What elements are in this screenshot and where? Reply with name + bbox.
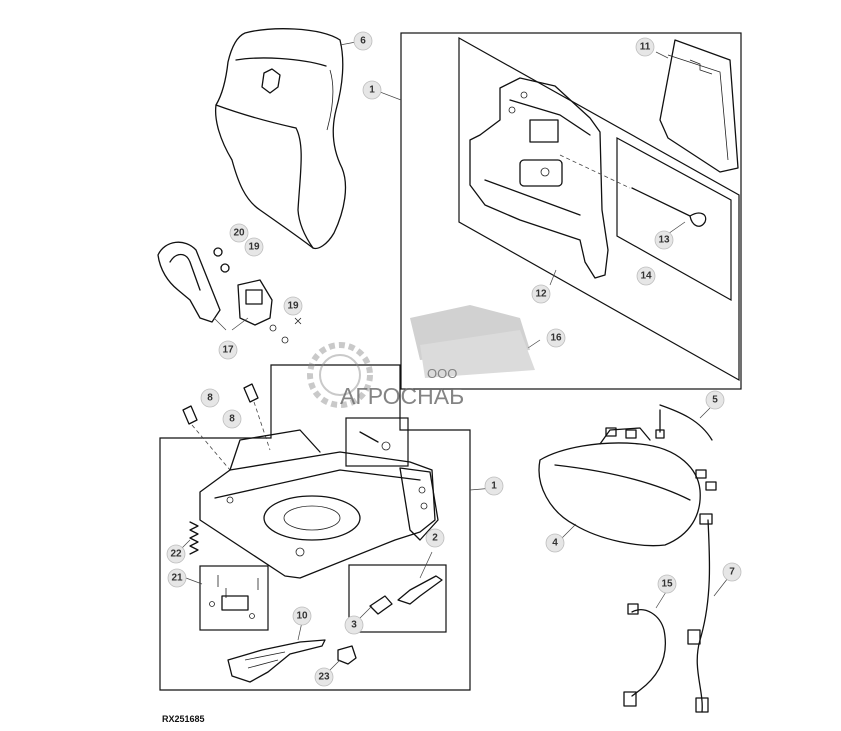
- callout-14: 14: [636, 266, 656, 286]
- svg-text:6: 6: [360, 36, 366, 47]
- callout-1-bottom: 1: [484, 476, 504, 496]
- svg-text:19: 19: [248, 242, 260, 253]
- svg-text:15: 15: [661, 579, 673, 590]
- svg-text:20: 20: [233, 228, 245, 239]
- svg-text:14: 14: [640, 271, 652, 282]
- callout-3: 3: [344, 615, 364, 635]
- callout-23: 23: [314, 667, 334, 687]
- callout-4: 4: [545, 533, 565, 553]
- callout-6: 6: [353, 31, 373, 51]
- callout-22: 22: [166, 544, 186, 564]
- svg-text:22: 22: [170, 549, 182, 560]
- callout-15: 15: [657, 574, 677, 594]
- adjuster-detail-box: [348, 564, 447, 633]
- watermark-logo: [307, 305, 535, 408]
- svg-text:16: 16: [550, 333, 562, 344]
- handle-part: [227, 639, 326, 683]
- svg-text:13: 13: [658, 235, 670, 246]
- callout-8-right: 8: [222, 409, 242, 429]
- svg-text:5: 5: [712, 395, 718, 406]
- seat-cushion-part: [538, 427, 717, 547]
- svg-text:8: 8: [229, 414, 235, 425]
- long-harness-part: [687, 513, 713, 713]
- fastener-kit-part: [209, 575, 259, 619]
- svg-text:10: 10: [296, 611, 308, 622]
- bolt-detail-part: [359, 431, 391, 451]
- svg-text:1: 1: [369, 85, 375, 96]
- strap-part: [655, 404, 713, 441]
- watermark-company-prefix: ООО: [427, 366, 457, 381]
- callout-11: 11: [635, 37, 655, 57]
- svg-text:7: 7: [729, 567, 735, 578]
- callout-1-top: 1: [362, 80, 382, 100]
- back-panel-part: [659, 39, 739, 173]
- svg-text:12: 12: [535, 289, 547, 300]
- svg-text:1: 1: [491, 481, 497, 492]
- callout-7: 7: [722, 562, 742, 582]
- bolt-detail-box: [345, 417, 409, 467]
- callout-12: 12: [531, 284, 551, 304]
- cable-subpanel: [616, 136, 732, 302]
- seat-base-frame: [159, 364, 471, 691]
- backrest-detail-frame: [400, 32, 742, 390]
- reference-code: RX251685: [162, 714, 205, 724]
- backrest-inner-panel: [458, 36, 740, 382]
- fastener-detail-box: [199, 565, 269, 631]
- callout-2: 2: [425, 528, 445, 548]
- callout-13: 13: [654, 230, 674, 250]
- svg-text:11: 11: [640, 42, 651, 53]
- callout-10: 10: [292, 606, 312, 626]
- callout-16: 16: [546, 328, 566, 348]
- lumbar-cable-part: [631, 187, 707, 227]
- seat-base-part: [199, 429, 439, 579]
- svg-text:19: 19: [287, 301, 299, 312]
- svg-text:4: 4: [552, 538, 558, 549]
- backrest-cushion-part: [214, 28, 347, 250]
- adjuster-lever-part: [369, 575, 443, 615]
- callout-17: 17: [218, 340, 238, 360]
- watermark-company-name: АГРОСНАБ: [340, 383, 464, 409]
- svg-text:17: 17: [222, 345, 234, 356]
- backrest-frame-part: [469, 77, 609, 279]
- callout-19-top: 19: [244, 237, 264, 257]
- svg-text:21: 21: [171, 573, 183, 584]
- short-harness-part: [623, 603, 666, 707]
- knob-part: [337, 645, 357, 665]
- nut-washer-hardware: [213, 247, 302, 344]
- svg-text:23: 23: [318, 672, 330, 683]
- callout-21: 21: [167, 568, 187, 588]
- callout-19-bottom: 19: [283, 296, 303, 316]
- seat-belt-part: [157, 241, 273, 326]
- bolts-part: [182, 383, 259, 425]
- svg-text:8: 8: [207, 393, 213, 404]
- callout-8-left: 8: [200, 388, 220, 408]
- callout-20: 20: [229, 223, 249, 243]
- svg-text:3: 3: [351, 620, 357, 631]
- svg-text:2: 2: [432, 533, 438, 544]
- spring-part: [189, 521, 199, 555]
- callout-5: 5: [705, 390, 725, 410]
